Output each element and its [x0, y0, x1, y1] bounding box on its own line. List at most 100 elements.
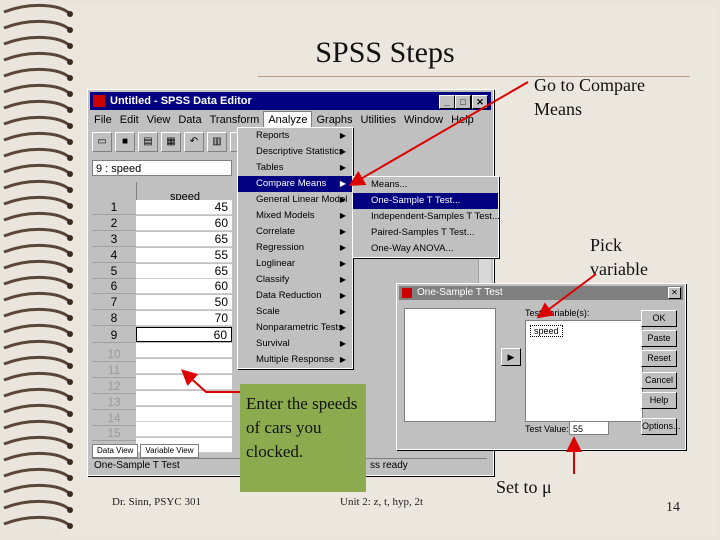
speed-cell[interactable]: 60 — [136, 327, 232, 343]
move-variable-button[interactable]: ▶ — [501, 348, 521, 366]
undo-icon[interactable]: ↶ — [184, 132, 204, 152]
row-number[interactable]: 8 — [92, 311, 136, 327]
speed-cell[interactable] — [136, 422, 232, 438]
print-icon[interactable]: ▤ — [138, 132, 158, 152]
menu-item-correlate[interactable]: Correlate▶ — [238, 224, 352, 240]
spiral-binding — [3, 3, 73, 529]
reset-button[interactable]: Reset — [641, 350, 677, 367]
binding-ring — [3, 403, 72, 416]
menu-file[interactable]: File — [94, 114, 112, 126]
speed-cell[interactable]: 45 — [136, 200, 232, 215]
tab-data-view[interactable]: Data View — [92, 444, 139, 458]
ok-button[interactable]: OK — [641, 310, 677, 327]
speed-cell[interactable]: 60 — [136, 215, 232, 231]
menu-item-classify[interactable]: Classify▶ — [238, 272, 352, 288]
menu-item-loglinear[interactable]: Loglinear▶ — [238, 256, 352, 272]
menu-item-nonparametric-tests[interactable]: Nonparametric Tests▶ — [238, 320, 352, 336]
save-icon[interactable]: ■ — [115, 132, 135, 152]
test-variable-item[interactable]: speed — [530, 325, 563, 337]
help-button[interactable]: Help — [641, 392, 677, 409]
row-number[interactable]: 13 — [92, 394, 136, 410]
menu-item-one-sample-t-test[interactable]: One-Sample T Test... — [353, 193, 498, 209]
menu-item-multiple-response[interactable]: Multiple Response▶ — [238, 352, 352, 368]
menu-item-means[interactable]: Means... — [353, 177, 498, 193]
speed-cell[interactable] — [136, 343, 232, 359]
row-number[interactable]: 15 — [92, 426, 136, 442]
menu-item-regression[interactable]: Regression▶ — [238, 240, 352, 256]
table-row: 15 — [92, 422, 237, 442]
window-titlebar[interactable]: Untitled - SPSS Data Editor _ □ ✕ — [90, 92, 491, 110]
row-number[interactable]: 1 — [92, 200, 136, 215]
speed-cell[interactable]: 70 — [136, 311, 232, 327]
speed-cell[interactable]: 65 — [136, 263, 232, 279]
cancel-button[interactable]: Cancel — [641, 372, 677, 389]
maximize-icon[interactable]: □ — [455, 95, 471, 109]
binding-hole — [67, 107, 73, 113]
dialog-close-icon[interactable]: ✕ — [668, 287, 681, 299]
speed-cell[interactable]: 50 — [136, 295, 232, 311]
test-value-input[interactable]: 55 — [569, 421, 609, 435]
menu-item-one-way-anova[interactable]: One-Way ANOVA... — [353, 241, 498, 257]
binding-hole — [67, 43, 73, 49]
row-number[interactable]: 12 — [92, 378, 136, 394]
menu-item-tables[interactable]: Tables▶ — [238, 160, 352, 176]
submenu-arrow-icon: ▶ — [339, 259, 346, 268]
tab-variable-view[interactable]: Variable View — [140, 444, 199, 458]
speed-cell[interactable]: 65 — [136, 231, 232, 247]
compare-means-submenu: Means... One-Sample T Test...Independent-… — [352, 176, 500, 258]
menu-item-label: Means... — [371, 179, 408, 190]
speed-cell[interactable] — [136, 390, 232, 406]
row-number[interactable]: 11 — [92, 362, 136, 378]
menu-view[interactable]: View — [146, 114, 171, 126]
app-icon — [93, 95, 105, 107]
options-button[interactable]: Options... — [641, 418, 681, 435]
test-variables-list[interactable]: speed — [525, 320, 643, 422]
row-number[interactable]: 2 — [92, 215, 136, 231]
row-number[interactable]: 6 — [92, 279, 136, 295]
source-variable-list[interactable] — [404, 308, 496, 422]
binding-hole — [67, 75, 73, 81]
menu-item-reports[interactable]: Reports▶ — [238, 128, 352, 144]
menu-item-data-reduction[interactable]: Data Reduction▶ — [238, 288, 352, 304]
paste-button[interactable]: Paste — [641, 330, 677, 347]
menu-item-general-linear-model[interactable]: General Linear Model▶ — [238, 192, 352, 208]
speed-cell[interactable]: 60 — [136, 279, 232, 295]
menu-item-survival[interactable]: Survival▶ — [238, 336, 352, 352]
menu-item-descriptive-statistics[interactable]: Descriptive Statistics▶ — [238, 144, 352, 160]
row-number[interactable]: 5 — [92, 263, 136, 279]
dialog-recall-icon[interactable]: ▦ — [161, 132, 181, 152]
row-number[interactable]: 7 — [92, 295, 136, 311]
binding-ring — [3, 67, 72, 80]
analyze-menu: Reports▶Descriptive Statistics▶Tables▶Co… — [237, 127, 353, 369]
row-number[interactable]: 10 — [92, 347, 136, 363]
row-number[interactable]: 9 — [92, 328, 136, 344]
menu-analyze[interactable]: Analyze — [263, 111, 313, 129]
submenu-arrow-icon: ▶ — [339, 291, 346, 300]
menu-data[interactable]: Data — [178, 114, 202, 126]
menu-item-independent-samples-t-test[interactable]: Independent-Samples T Test... — [353, 209, 500, 225]
open-icon[interactable]: ▭ — [92, 132, 112, 152]
menu-item-compare-means[interactable]: Compare Means▶ — [238, 176, 352, 192]
row-number[interactable]: 3 — [92, 231, 136, 247]
menu-item-label: Paired-Samples T Test... — [371, 227, 475, 238]
menu-graphs[interactable]: Graphs — [316, 114, 353, 126]
menu-window[interactable]: Window — [404, 114, 444, 126]
row-number[interactable]: 4 — [92, 247, 136, 263]
menu-item-scale[interactable]: Scale▶ — [238, 304, 352, 320]
dialog-titlebar[interactable]: One-Sample T Test — [399, 286, 683, 300]
speed-cell[interactable] — [136, 406, 232, 422]
binding-ring — [3, 387, 72, 400]
menu-transform[interactable]: Transform — [209, 114, 260, 126]
minimize-icon[interactable]: _ — [439, 95, 455, 109]
row-number[interactable]: 14 — [92, 410, 136, 426]
binding-hole — [67, 139, 73, 145]
menu-item-paired-samples-t-test[interactable]: Paired-Samples T Test... — [353, 225, 498, 241]
goto-chart-icon[interactable]: ▥ — [207, 132, 227, 152]
speed-cell[interactable]: 55 — [136, 247, 232, 263]
menu-edit[interactable]: Edit — [119, 114, 139, 126]
menu-utilities[interactable]: Utilities — [360, 114, 396, 126]
close-icon[interactable]: ✕ — [472, 95, 488, 109]
menu-item-mixed-models[interactable]: Mixed Models▶ — [238, 208, 352, 224]
